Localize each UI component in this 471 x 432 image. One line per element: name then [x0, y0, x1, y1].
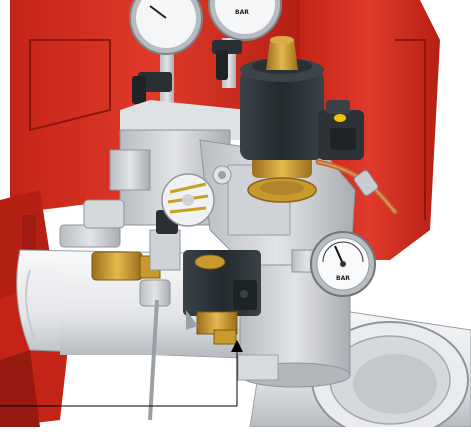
left-fittings — [59, 149, 181, 421]
solenoid-coil-icon — [183, 250, 261, 345]
pressure-gauge-icon: BAR — [291, 231, 376, 297]
pressure-gauge-icon: BAR — [208, 0, 282, 88]
manifold-block — [119, 100, 356, 388]
leader-arrow-icon — [0, 340, 243, 407]
solenoid-coil-icon — [240, 36, 364, 203]
gauge-unit-label: BAR — [336, 275, 350, 282]
indicator-disk — [161, 173, 215, 227]
pressure-gauge-icon — [129, 0, 203, 104]
copper-tube — [315, 159, 398, 215]
gauge-unit-label: BAR — [235, 9, 249, 16]
